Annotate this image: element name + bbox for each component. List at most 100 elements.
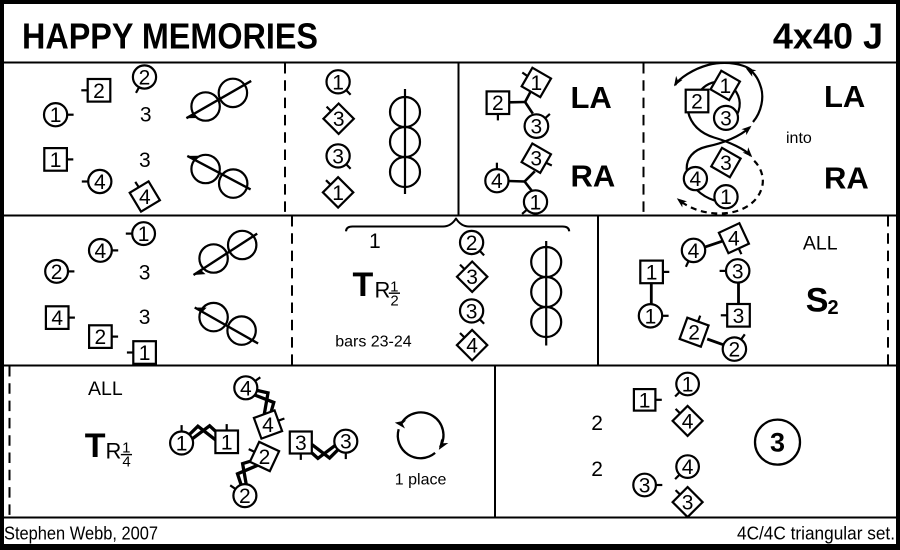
dancer-circle-1: 1 bbox=[42, 101, 74, 128]
panel-bars-6: 2 3 3 4 1 bars 23-24 T R 1 2 bbox=[335, 217, 571, 362]
turn-stroke bbox=[191, 423, 217, 441]
hands-join-line bbox=[523, 170, 536, 183]
square-outline bbox=[684, 88, 710, 114]
dancer-number: 3 bbox=[295, 432, 307, 455]
circle-outline bbox=[713, 183, 739, 210]
dancer-number: 3 bbox=[639, 475, 651, 498]
figure-label-right-arms: RA bbox=[824, 161, 869, 196]
third-couple-number: 3 bbox=[770, 428, 785, 458]
dancer-diamond-3: 3 bbox=[455, 259, 489, 294]
fraction-denominator: 2 bbox=[390, 292, 398, 309]
dancer-number: 3 bbox=[466, 266, 478, 289]
circle-outline bbox=[325, 143, 351, 169]
dancer-square-4: 4 bbox=[44, 305, 75, 330]
arrowhead bbox=[394, 420, 407, 429]
facing-tick bbox=[459, 332, 466, 339]
dancer-number: 2 bbox=[95, 326, 107, 349]
dancer-number: 1 bbox=[682, 374, 694, 397]
loop-circle bbox=[226, 229, 258, 261]
author-credit: Stephen Webb, 2007 bbox=[4, 524, 158, 544]
circle-outline bbox=[232, 483, 258, 509]
dancer-circle-1: 1 bbox=[325, 69, 352, 96]
set-symbol-S: S bbox=[806, 282, 829, 320]
square-outline bbox=[86, 77, 112, 103]
travel-line bbox=[194, 306, 259, 345]
dancer-number: 2 bbox=[239, 485, 251, 508]
dancer-circle-3: 3 bbox=[325, 143, 352, 170]
bars-label: bars 23-24 bbox=[335, 334, 412, 351]
travel-line bbox=[185, 79, 252, 120]
dancer-circle-3: 3 bbox=[712, 104, 740, 132]
turn-stroke bbox=[310, 443, 340, 461]
figure-eight-symbol bbox=[186, 153, 252, 199]
reel-circle bbox=[388, 155, 422, 189]
dancer-circle-4: 4 bbox=[680, 237, 707, 268]
dancer-diamond-3: 3 bbox=[520, 141, 553, 175]
set-info: 4C/4C triangular set. bbox=[737, 524, 895, 544]
dancer-number: 1 bbox=[530, 191, 542, 214]
square-outline bbox=[520, 141, 553, 175]
dancer-number: 4 bbox=[682, 410, 694, 433]
reel-circle bbox=[530, 305, 563, 339]
circle-outline bbox=[484, 167, 510, 194]
circle-outline bbox=[44, 258, 70, 284]
square-outline bbox=[321, 101, 356, 136]
dancer-square-2: 2 bbox=[684, 88, 710, 114]
dancer-number: 3 bbox=[530, 148, 542, 171]
circle-outline bbox=[131, 64, 158, 90]
square-outline bbox=[288, 430, 313, 455]
fraction-numerator: 1 bbox=[390, 278, 398, 295]
circle-outline bbox=[169, 430, 195, 456]
grouping-brace bbox=[345, 217, 571, 232]
square-outline bbox=[252, 408, 284, 441]
dancer-square-1: 1 bbox=[639, 259, 670, 284]
dancer-circle-4: 4 bbox=[87, 237, 119, 263]
standing-couple-label: 1 bbox=[369, 230, 381, 253]
square-outline bbox=[455, 259, 489, 294]
square-outline bbox=[43, 147, 68, 172]
dancer-number: 1 bbox=[332, 71, 344, 94]
dancer-number: 2 bbox=[139, 67, 151, 90]
travel-distance-label: 1 place bbox=[395, 472, 447, 489]
half-arrowhead bbox=[186, 113, 199, 119]
turn-stroke bbox=[254, 393, 276, 413]
turn-stroke bbox=[188, 424, 217, 442]
square-outline bbox=[485, 90, 511, 116]
dancer-number: 1 bbox=[720, 186, 732, 209]
standing-couple-label: 3 bbox=[139, 262, 151, 285]
dancer-number: 3 bbox=[733, 305, 745, 328]
dancer-number: 1 bbox=[531, 72, 543, 95]
dancer-number: 4 bbox=[682, 456, 694, 479]
dancer-number: 4 bbox=[95, 240, 107, 263]
loop-circle bbox=[217, 77, 249, 109]
loop-circle bbox=[190, 153, 221, 185]
dancer-number: 4 bbox=[240, 377, 252, 400]
panel-bars-8: 1 1 4 4 2 2 3 3 ALL 1 place T R 1 4 bbox=[85, 375, 449, 509]
square-outline bbox=[717, 221, 751, 255]
dancer-number: 2 bbox=[688, 322, 700, 345]
panel-bars-7: 4 4 1 1 3 3 2 2 ALL S 2 bbox=[637, 221, 839, 362]
half-arrowhead bbox=[187, 155, 200, 161]
square-outline bbox=[671, 485, 705, 519]
dancer-number: 1 bbox=[139, 342, 151, 365]
standing-couple-label: 3 bbox=[139, 306, 151, 329]
dancer-number: 1 bbox=[50, 149, 62, 172]
panel-bars-3: 2 1 3 4 3 1 LA RA bbox=[484, 66, 615, 215]
bar-count-label: 2 bbox=[591, 412, 603, 435]
footer: Stephen Webb, 2007 4C/4C triangular set. bbox=[4, 524, 895, 544]
dancer-number: 1 bbox=[221, 431, 233, 454]
dancer-square-2: 2 bbox=[485, 90, 511, 121]
dancer-circle-3: 3 bbox=[458, 298, 485, 325]
partner-join-line bbox=[704, 239, 724, 249]
figure-label-left-arms: LA bbox=[824, 79, 865, 114]
dancer-diamond-4: 4 bbox=[671, 404, 705, 438]
square-outline bbox=[455, 328, 489, 362]
dancer-number: 3 bbox=[720, 107, 732, 130]
loop-arc bbox=[674, 61, 754, 86]
square-outline bbox=[248, 440, 281, 473]
dancer-circle-1: 1 bbox=[637, 302, 669, 329]
turn-hand-R: R bbox=[106, 438, 122, 463]
turn-symbol-T: T bbox=[353, 266, 374, 304]
